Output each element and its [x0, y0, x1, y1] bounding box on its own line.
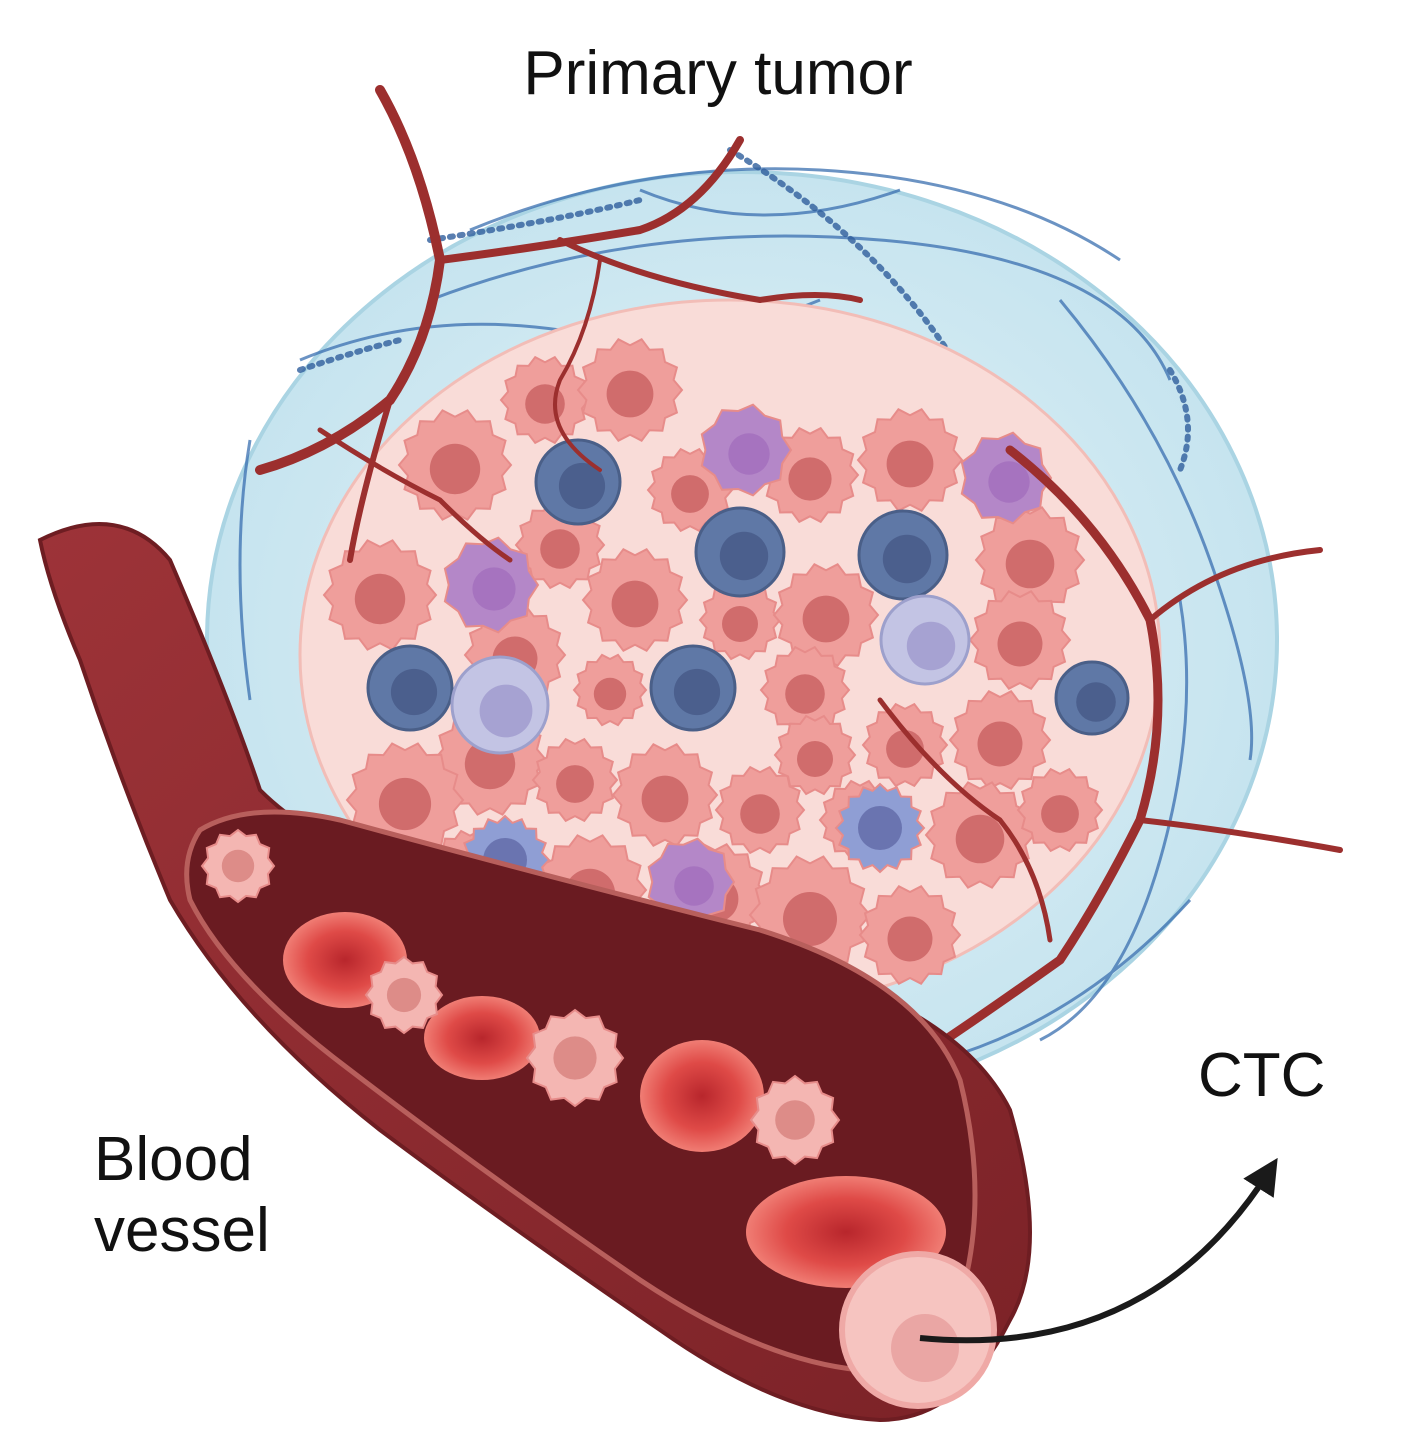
vessel-tumor-nucleus: [553, 1036, 597, 1080]
t-cell-nucleus: [390, 668, 438, 716]
tumor-nucleus: [429, 443, 481, 495]
dendritic-nucleus: [988, 461, 1030, 503]
blood-vessel-label-line2: vessel: [94, 1196, 270, 1266]
t-cell-nucleus: [673, 668, 721, 716]
dendritic-cell-icon: [700, 403, 793, 497]
pale-cell-nucleus: [479, 684, 533, 738]
tumor-cell-icon: [772, 563, 880, 667]
tumor-cell-icon: [581, 548, 689, 652]
capillary-icon: [255, 85, 1343, 1055]
tumor-nucleus: [1005, 539, 1055, 589]
tumor-nucleus: [641, 775, 689, 823]
tumor-cell-icon: [531, 737, 619, 823]
tumor-cell-icon: [572, 653, 648, 727]
tumor-nucleus: [797, 741, 833, 777]
vessel-tumor-nucleus: [386, 977, 422, 1013]
tumor-cell-icon: [611, 743, 719, 847]
vessel-tumor-nucleus: [775, 1100, 815, 1140]
t-cell-nucleus: [882, 534, 932, 584]
tumor-cell-icon: [968, 590, 1072, 690]
blood-vessel-label: Blood vessel: [94, 1124, 354, 1267]
t-cell-icon: [1054, 660, 1130, 736]
ctc-icon: [839, 1251, 997, 1409]
dendritic-cell-icon: [443, 536, 540, 634]
tumor-cell-icon: [714, 765, 806, 855]
tumor-nucleus: [556, 765, 594, 803]
tumor-nucleus: [525, 384, 565, 424]
vessel-tumor-cell-icon: [749, 1074, 841, 1166]
dendritic-nucleus: [674, 866, 714, 906]
tumor-nucleus: [378, 777, 432, 831]
tumor-cell-icon: [948, 690, 1052, 790]
spiky-immune-nucleus: [858, 806, 902, 850]
tumor-cell-icon: [974, 506, 1086, 614]
pale-cell-nucleus: [906, 621, 956, 671]
tumor-nucleus: [887, 916, 933, 962]
tumor-nucleus: [606, 370, 654, 418]
tumor-cell-icon: [322, 539, 438, 651]
tumor-nucleus: [783, 892, 837, 946]
t-cell-icon: [649, 644, 737, 732]
arrow-icon: [919, 1157, 1278, 1344]
vessel-tumor-nucleus: [221, 849, 255, 883]
t-cell-nucleus: [719, 531, 769, 581]
pale-immune-cell-icon: [450, 655, 550, 755]
tumor-nucleus: [740, 794, 780, 834]
dendritic-nucleus: [472, 567, 516, 611]
ctc-label: CTC: [1198, 1041, 1326, 1110]
tumor-nucleus: [540, 529, 580, 569]
vessel-tumor-cells: [200, 828, 841, 1166]
tumor-nucleus: [354, 573, 406, 625]
tumor-cell-icon: [576, 338, 684, 442]
pale-immune-cell-icon: [879, 594, 971, 686]
dendritic-cell-icon: [960, 431, 1053, 525]
vessel-tumor-cell-icon: [364, 955, 444, 1035]
tumor-nucleus: [788, 457, 832, 501]
tumor-nucleus: [886, 440, 934, 488]
tumor-nucleus: [671, 475, 709, 513]
primary-tumor-title: Primary tumor: [523, 39, 913, 108]
t-cell-nucleus: [1076, 682, 1116, 722]
dendritic-nucleus: [728, 433, 770, 475]
tumor-nucleus: [722, 606, 758, 642]
vessel-tumor-cell-icon: [525, 1008, 625, 1108]
spiky-immune-cell-icon: [834, 782, 926, 874]
vessel-tumor-cell-icon: [200, 828, 276, 904]
tumor-cell-icon: [924, 781, 1036, 889]
tumor-nucleus: [593, 677, 627, 711]
tumor-cell-icon: [773, 714, 857, 796]
t-cell-icon: [694, 506, 786, 598]
tumor-nucleus: [1041, 795, 1079, 833]
tumor-nucleus: [997, 621, 1043, 667]
t-cell-icon: [857, 509, 949, 601]
blood-vessel-label-line1: Blood: [94, 1125, 253, 1194]
t-cell-icon: [366, 644, 454, 732]
tumor-cell-icon: [1016, 767, 1104, 853]
tumor-cell-icon: [858, 885, 962, 985]
tumor-nucleus: [955, 814, 1005, 864]
tumor-nucleus: [802, 595, 850, 643]
t-cell-icon: [534, 438, 622, 526]
tumor-cell-icon: [856, 408, 964, 512]
tumor-nucleus: [785, 674, 825, 714]
t-cell-nucleus: [558, 462, 606, 510]
tumor-nucleus: [611, 580, 659, 628]
tumor-nucleus: [977, 721, 1023, 767]
tumor-cell-icon: [698, 579, 782, 661]
